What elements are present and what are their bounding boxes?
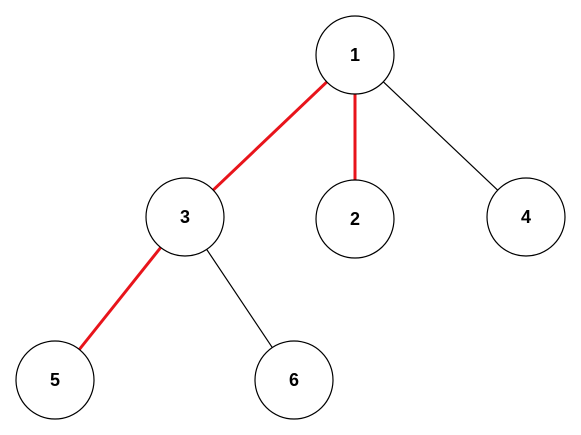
node-label: 3 [180,207,190,227]
tree-node-3: 3 [145,177,225,257]
node-label: 4 [521,207,531,227]
node-label: 2 [350,209,360,229]
tree-node-2: 2 [315,179,395,259]
tree-node-1: 1 [315,15,395,95]
edge-3-5 [78,246,162,351]
tree-node-5: 5 [15,340,95,420]
node-label: 6 [289,370,299,390]
edge-1-3 [212,80,328,192]
tree-node-6: 6 [254,340,334,420]
node-circle [315,179,395,259]
node-label: 1 [350,45,360,65]
edge-1-4 [382,81,499,191]
tree-node-4: 4 [486,177,566,257]
node-circle [486,177,566,257]
node-circle [145,177,225,257]
edge-3-6 [206,249,273,348]
node-circle [254,340,334,420]
node-circle [315,15,395,95]
node-circle [15,340,95,420]
node-label: 5 [50,370,60,390]
edges-layer [78,80,499,351]
nodes-layer: 1 3 2 4 5 6 [15,15,566,420]
